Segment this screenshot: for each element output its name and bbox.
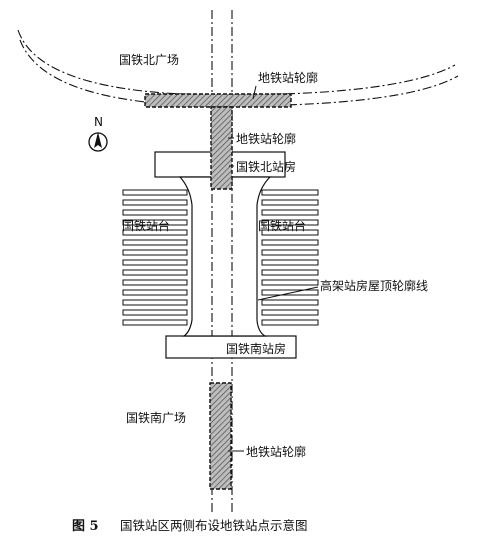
platform-stripe-left (122, 269, 188, 276)
caption-figure-number: 图 5 (72, 519, 99, 534)
leader-outline-top (252, 85, 257, 100)
platform-stripe-right (261, 269, 319, 276)
platform-stripe-right (261, 249, 319, 256)
platform-stripe-left (122, 279, 188, 286)
caption-text: 国铁站区两侧布设地铁站点示意图 (120, 518, 308, 533)
compass: N (88, 115, 108, 152)
platform-stripe-left (122, 249, 188, 256)
label-outline-bottom: 地铁站轮廓 (246, 444, 306, 459)
platform-stripe-right (261, 239, 319, 246)
label-north-station: 国铁北站房 (236, 159, 296, 174)
labels: 国铁北广场 地铁站轮廓 地铁站轮廓 国铁北站房 国铁站台 国铁站台 高架站房屋顶… (119, 53, 428, 459)
platform-stripe-left (122, 189, 188, 196)
platform-stripes-right (261, 189, 319, 326)
platform-stripe-right (261, 299, 319, 306)
leader-lines (228, 85, 319, 452)
platform-stripe-left (122, 219, 188, 226)
platform-stripe-right (261, 289, 319, 296)
platform-stripe-left (122, 259, 188, 266)
label-roof-outline: 高架站房屋顶轮廓线 (320, 278, 428, 293)
subway-outline-north-vertical (210, 106, 233, 190)
platform-stripe-left (122, 209, 188, 216)
platform-stripe-left (122, 319, 188, 326)
platform-stripe-left (122, 239, 188, 246)
platform-stripe-right (261, 309, 319, 316)
label-south-plaza: 国铁南广场 (126, 410, 186, 425)
label-platform-left: 国铁站台 (122, 218, 170, 233)
figure-caption: 图 5 国铁站区两侧布设地铁站点示意图 (72, 518, 308, 534)
platform-stripe-right (261, 279, 319, 286)
axis-overlay (211, 177, 233, 336)
platform-stripe-left (122, 229, 188, 236)
subway-outline-south (209, 382, 232, 490)
compass-arrow-icon (94, 132, 102, 148)
railway-line-outer (17, 29, 456, 96)
platform-stripe-right (261, 199, 319, 206)
platform-stripe-right (261, 229, 319, 236)
platform-stripe-right (261, 219, 319, 226)
leader-roof (257, 286, 319, 301)
subway-outline-horizontal (144, 93, 292, 108)
platform-stripe-left (122, 199, 188, 206)
label-platform-right: 国铁站台 (258, 218, 306, 233)
label-south-station: 国铁南站房 (226, 341, 286, 356)
platform-stripe-left (122, 299, 188, 306)
elevated-hall (178, 176, 272, 337)
platform-stripe-left (122, 309, 188, 316)
compass-letter: N (94, 115, 103, 129)
platform-stripe-right (261, 189, 319, 196)
label-outline-mid: 地铁站轮廓 (236, 131, 296, 146)
platform-stripe-right (261, 319, 319, 326)
label-north-plaza: 国铁北广场 (119, 53, 179, 67)
platform-stripe-left (122, 289, 188, 296)
platform-stripe-right (261, 259, 319, 266)
label-outline-top: 地铁站轮廓 (258, 70, 318, 85)
platform-stripe-right (261, 209, 319, 216)
platform-stripes-left (122, 189, 188, 326)
